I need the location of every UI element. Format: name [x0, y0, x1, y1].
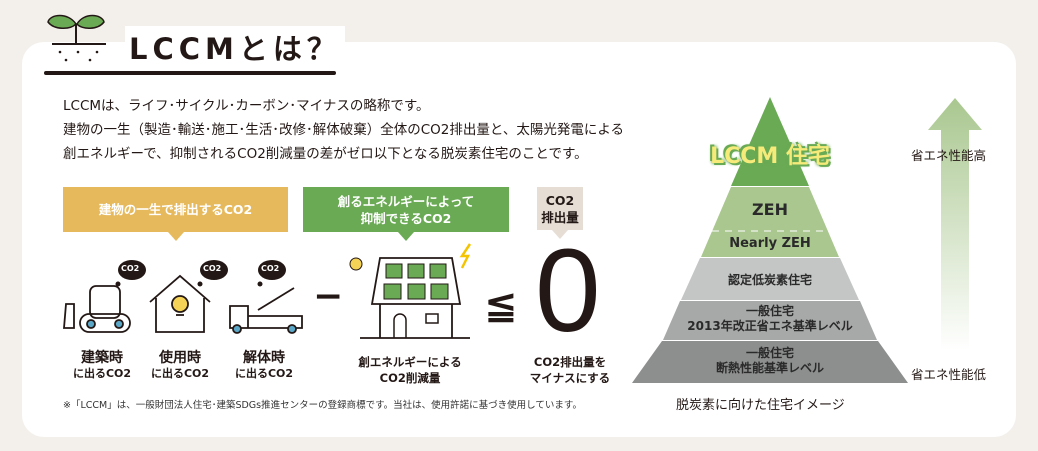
co2-tag: CO2: [203, 264, 222, 273]
co2-cloud-icons: [115, 260, 286, 287]
stage-sub: に出るCO2: [72, 367, 132, 380]
level-zeh: [701, 187, 839, 257]
level-insulation-label: 一般住宅断熱性能基準レベル: [640, 346, 900, 376]
up-arrow: [928, 98, 982, 350]
pyramid-caption: 脱炭素に向けた住宅イメージ: [676, 398, 845, 413]
box-line: 抑制できるCO2: [360, 210, 452, 226]
solar-house-icon: [349, 243, 472, 339]
stage-sub: に出るCO2: [234, 367, 294, 380]
stage-demolition: 解体時に出るCO2: [224, 350, 304, 382]
label-line: CO2排出量を: [533, 355, 607, 369]
label-line: マイナスにする: [529, 371, 611, 385]
stage-use: 使用時に出るCO2: [140, 350, 220, 382]
stage-main: 建築時: [81, 350, 123, 366]
stage-main: 使用時: [159, 350, 201, 366]
title-underline: [44, 71, 336, 75]
efficiency-high-label: 省エネ性能高: [911, 148, 987, 163]
label-line: 創エネルギーによる: [358, 355, 462, 369]
intro-line: LCCMは、ライフ･サイクル･カーボン･マイナスの略称です。: [63, 98, 430, 114]
stage-sub: に出るCO2: [150, 367, 210, 380]
result-label: CO2排出量をマイナスにする: [522, 354, 618, 386]
label-line: 断熱性能基準レベル: [715, 361, 824, 375]
intro-line: 創エネルギーで、抑制されるCO2削減量の差がゼロ以下となる脱炭素住宅のことです。: [63, 146, 588, 162]
truck-icon: [229, 287, 303, 334]
minus-sign: −: [313, 276, 344, 317]
label-line: CO2削減量: [379, 371, 441, 385]
reduce-label: 創エネルギーによる CO2削減量: [345, 354, 475, 386]
sprout-icon: [47, 14, 106, 62]
box-line: CO2: [545, 192, 575, 208]
level-low-carbon-label: 認定低炭素住宅: [727, 273, 812, 287]
stage-construction: 建築時に出るCO2: [62, 350, 142, 382]
footnote: ※「LCCM」は、一般財団法人住宅･建築SDGs推進センターの登録商標です。当社…: [63, 400, 582, 411]
page-title: LCCMとは？: [125, 26, 345, 68]
level-zeh-label: ZEH: [752, 200, 788, 219]
box-line: 創るエネルギーによって: [337, 193, 475, 209]
house-bulb-icon: [149, 274, 211, 333]
co2-tag: CO2: [261, 264, 280, 273]
level-2013: [663, 301, 877, 340]
leq-sign: ≦: [484, 282, 518, 328]
stage-main: 解体時: [243, 350, 285, 366]
label-line: 一般住宅: [745, 346, 794, 360]
label-line: 一般住宅: [745, 304, 794, 318]
reduce-co2-box: 創るエネルギーによって抑制できるCO2: [303, 187, 509, 241]
level-low-carbon: [681, 258, 859, 300]
label-line: 2013年改正省エネ基準レベル: [687, 319, 853, 333]
zero-value: 0: [535, 225, 601, 357]
box-line: 排出量: [541, 209, 579, 225]
level-lccm: [731, 97, 809, 186]
emit-co2-box: 建物の一生で排出するCO2: [63, 187, 288, 241]
intro-line: 建物の一生（製造･輸送･施工･生活･改修･解体破棄）全体のCO2排出量と、太陽光…: [63, 122, 624, 138]
level-nearly-zeh-label: Nearly ZEH: [729, 236, 811, 251]
stage-icons: [63, 260, 303, 334]
efficiency-low-label: 省エネ性能低: [911, 367, 987, 382]
intro-text: LCCMは、ライフ･サイクル･カーボン･マイナスの略称です。 建物の一生（製造･…: [63, 94, 624, 166]
level-lccm-label: LCCM 住宅: [710, 144, 830, 169]
level-insulation: [632, 341, 908, 383]
co2-tag: CO2: [121, 264, 140, 273]
bulldozer-icon: [63, 285, 131, 333]
